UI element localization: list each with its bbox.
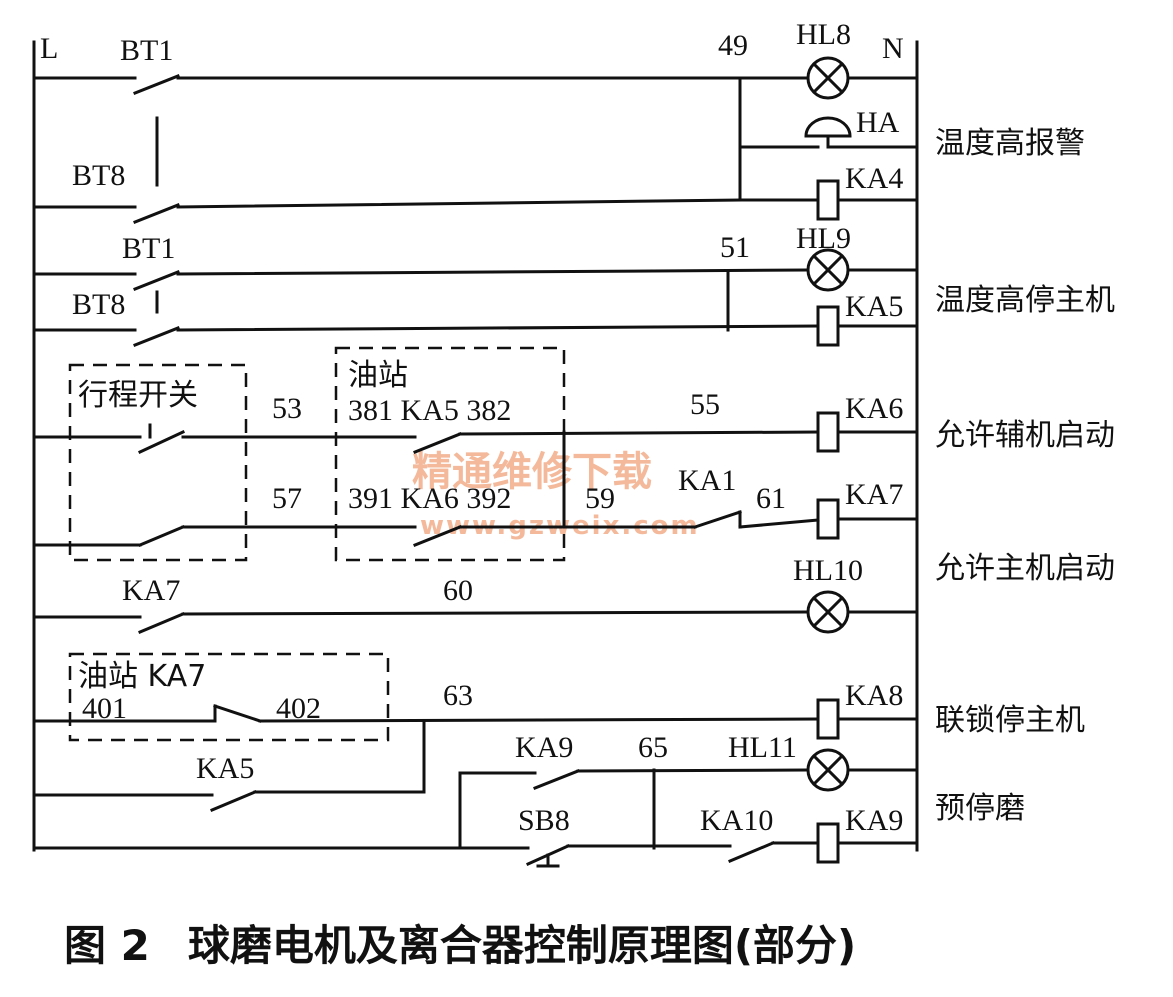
control-circuit-diagram: 精通维修下载 www.gzweix.com L N BT1 49 HL8 HA … <box>32 18 1115 868</box>
rung-pre-stop: KA9 65 HL11 SB8 KA10 KA9 <box>32 731 919 868</box>
coil-ka7 <box>816 498 840 540</box>
lamp-hl10-label: HL10 <box>793 554 863 587</box>
contact-ka1-label: KA1 <box>678 464 736 497</box>
box-oil-station-2 <box>68 652 390 742</box>
rail-n-label: N <box>882 32 904 65</box>
contact-sb8-label: SB8 <box>518 804 570 837</box>
contact-bt1-a <box>133 74 180 95</box>
function-pre-stop: 预停磨 <box>935 791 1025 826</box>
rung-temp-stop: BT1 51 HL9 BT8 KA5 <box>32 222 919 347</box>
lamp-hl8-label: HL8 <box>796 18 851 51</box>
rung-aux-start: 行程开关 油站 381 KA5 382 391 KA6 392 53 55 KA… <box>32 346 919 562</box>
wire-59-label: 59 <box>585 482 615 515</box>
rung-interlock-stop: 油站 KA7 401 402 63 KA8 KA5 <box>32 652 919 812</box>
rung-main-start: 57 59 KA1 61 KA7 <box>32 430 919 547</box>
contact-bt1-a-label: BT1 <box>120 34 173 67</box>
figure-number: 图 2 <box>64 921 150 970</box>
figure-title: 球磨电机及离合器控制原理图(部分) <box>187 921 857 970</box>
wire-63-label: 63 <box>443 679 473 712</box>
lamp-hl9-label: HL9 <box>796 222 851 255</box>
coil-ka8 <box>816 698 840 740</box>
rung-hl10: KA7 60 HL10 <box>32 554 919 634</box>
box-oil-station-2-title: 油站 KA7 <box>78 659 206 694</box>
coil-ka9-label: KA9 <box>845 804 903 837</box>
contact-ka10 <box>728 841 775 863</box>
wire-57-label: 57 <box>272 482 302 515</box>
wire-53-label: 53 <box>272 392 302 425</box>
coil-ka9 <box>816 822 840 864</box>
contact-bt8-b-label: BT8 <box>72 288 125 321</box>
coil-ka4-label: KA4 <box>845 162 903 195</box>
coil-ka6 <box>816 411 840 453</box>
lamp-hl11-label: HL11 <box>728 731 797 764</box>
function-labels: 温度高报警 温度高停主机 允许辅机启动 允许主机启动 联锁停主机 预停磨 <box>935 126 1115 826</box>
contact-bt8-a-label: BT8 <box>72 159 125 192</box>
rung-temp-alarm: BT1 49 HL8 HA KA4 BT8 <box>32 18 919 224</box>
function-main-start: 允许主机启动 <box>935 551 1115 586</box>
contact-travel-switch-b <box>138 525 185 547</box>
wire-49-label: 49 <box>718 29 748 62</box>
function-interlock-stop: 联锁停主机 <box>935 703 1085 738</box>
contact-ka6-oil <box>413 525 462 547</box>
contact-bt8-a <box>133 203 180 224</box>
box-travel-switch-label: 行程开关 <box>78 378 198 413</box>
rail-l-label: L <box>40 32 58 65</box>
contact-bt1-b <box>133 270 180 291</box>
watermark-text: 精通维修下载 <box>412 449 652 495</box>
wire-55-label: 55 <box>690 388 720 421</box>
contact-ka9 <box>533 769 580 790</box>
box-oil-station-1-row1: 381 KA5 382 <box>348 394 511 427</box>
function-temp-stop: 温度高停主机 <box>935 283 1115 318</box>
contact-ka7-a-label: KA7 <box>122 574 180 607</box>
contact-travel-switch-a <box>138 430 185 454</box>
buzzer-ha-label: HA <box>856 106 900 139</box>
coil-ka8-label: KA8 <box>845 679 903 712</box>
contact-bt1-b-label: BT1 <box>122 232 175 265</box>
coil-ka5-label: KA5 <box>845 290 903 323</box>
box-oil-station-1-title: 油站 <box>348 358 408 393</box>
contact-ka7-oil <box>213 704 262 723</box>
wire-60-label: 60 <box>443 574 473 607</box>
box-travel-switch <box>68 363 248 562</box>
box-oil-station-1-row2: 391 KA6 392 <box>348 482 511 515</box>
contact-ka7-a <box>138 612 185 634</box>
buzzer-ha <box>804 116 852 138</box>
contact-ka1 <box>693 510 742 529</box>
contact-ka5-label: KA5 <box>196 752 254 785</box>
coil-ka5 <box>816 305 840 347</box>
function-aux-start: 允许辅机启动 <box>935 418 1115 453</box>
contact-ka5-oil <box>413 432 462 454</box>
coil-ka7-label: KA7 <box>845 478 903 511</box>
function-temp-alarm: 温度高报警 <box>935 126 1085 161</box>
coil-ka6-label: KA6 <box>845 392 903 425</box>
figure-caption: 图 2 球磨电机及离合器控制原理图(部分) <box>64 912 894 973</box>
coil-ka4 <box>816 179 840 221</box>
wire-61-label: 61 <box>756 482 786 515</box>
contact-ka9-label: KA9 <box>515 731 573 764</box>
contact-ka10-label: KA10 <box>700 804 773 837</box>
wire-65-label: 65 <box>638 731 668 764</box>
contact-ka5 <box>210 790 257 812</box>
wire-51-label: 51 <box>720 231 750 264</box>
contact-bt8-b <box>133 326 180 347</box>
